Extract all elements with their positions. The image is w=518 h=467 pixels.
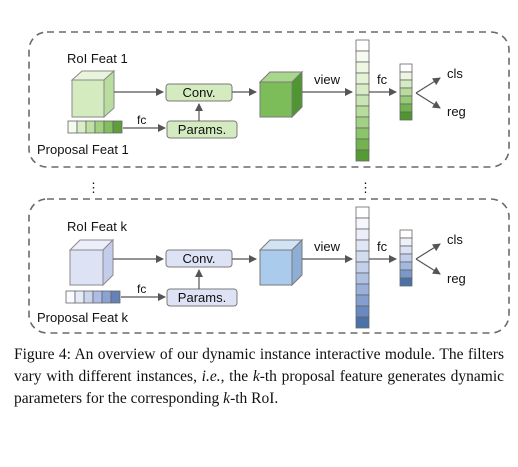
params-label: Params. — [178, 290, 226, 305]
flattened-vector — [355, 39, 370, 162]
instance-interactive-diagram: RoI Feat 1 Proposal Feat 1 fc Conv. Para… — [28, 31, 510, 334]
flattened-vector — [355, 206, 370, 329]
proposal-feat-vector — [65, 290, 121, 304]
rol-feat-label: RoI Feat k — [67, 219, 127, 234]
params-box — [166, 288, 238, 307]
cls-label: cls — [447, 66, 463, 81]
caption-k1: k — [252, 368, 260, 385]
module-k-frame — [28, 198, 510, 334]
fc-label: fc — [377, 239, 388, 254]
view-label: view — [314, 239, 341, 254]
rol-feat-cube — [70, 69, 116, 119]
fc-small-label: fc — [137, 282, 146, 296]
rol-feat-cube — [68, 238, 115, 287]
proposal-feat-vector — [67, 120, 123, 134]
module-1-frame — [28, 31, 510, 168]
caption-k2: k — [223, 390, 231, 407]
view-label: view — [314, 72, 341, 87]
params-label: Params. — [178, 122, 226, 137]
fc-small-label: fc — [137, 113, 146, 127]
caption-figure-number: Figure 4: — [14, 346, 71, 363]
reg-label: reg — [447, 104, 466, 119]
caption-text-2: -th proposal feature generates dynamic p… — [14, 368, 505, 407]
fc-label: fc — [377, 72, 388, 87]
cls-label: cls — [447, 232, 463, 247]
output-feat-cube — [258, 70, 304, 119]
caption-after-ie: , the — [220, 368, 249, 385]
params-box — [166, 120, 238, 139]
fc-output-vector — [399, 229, 413, 287]
conv-label: Conv. — [183, 251, 216, 266]
fc-output-vector — [399, 63, 413, 121]
output-feat-cube — [258, 238, 304, 287]
caption-text-1: An overview of our dynamic instance inte… — [14, 346, 504, 385]
module-1: RoI Feat 1 Proposal Feat 1 fc Conv. Para… — [28, 31, 510, 168]
figure-caption: Figure 4: An overview of our dynamic ins… — [14, 344, 504, 410]
proposal-feat-label: Proposal Feat k — [37, 310, 129, 325]
rol-feat-label: RoI Feat 1 — [67, 51, 128, 66]
conv-label: Conv. — [183, 85, 216, 100]
ellipsis-right: ⋮ — [359, 180, 372, 195]
caption-text-3: -th RoI. — [230, 390, 279, 407]
proposal-feat-label: Proposal Feat 1 — [37, 142, 129, 157]
reg-label: reg — [447, 271, 466, 286]
module-k: RoI Feat k Proposal Feat k fc Conv. Para… — [28, 198, 510, 334]
caption-ie: i.e. — [201, 368, 221, 385]
ellipsis-left: ⋮ — [87, 180, 100, 195]
